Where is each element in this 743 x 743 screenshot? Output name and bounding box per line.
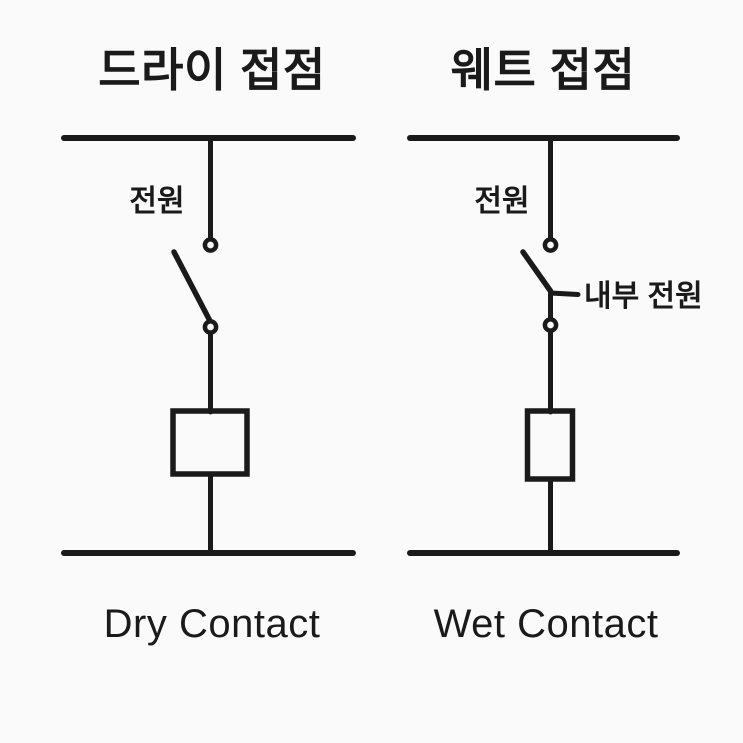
wet-switch-blade: [520, 249, 554, 294]
dry-contact-diagram: [61, 135, 356, 556]
wet-power-label: 전원: [474, 185, 530, 218]
wet-contact-caption: Wet Contact: [433, 602, 659, 646]
dry-load-box: [170, 408, 250, 477]
dry-bottom-terminal-icon: [202, 319, 219, 335]
dry-power-label: 전원: [129, 185, 185, 218]
wet-internal-power-label: 내부 전원: [584, 280, 703, 313]
dry-switch-blade: [171, 249, 213, 323]
wet-load-box: [524, 408, 576, 482]
wet-top-terminal-icon: [542, 237, 559, 253]
dry-contact-caption: Dry Contact: [103, 602, 321, 646]
dry-contact-title: 드라이 접점: [98, 44, 326, 96]
wet-internal-power-tap-wire: [548, 290, 581, 297]
wet-contact-diagram: [407, 135, 680, 556]
dry-top-terminal-icon: [202, 237, 219, 253]
wet-contact-title: 웨트 접점: [450, 44, 636, 96]
wet-bottom-terminal-icon: [542, 317, 559, 333]
